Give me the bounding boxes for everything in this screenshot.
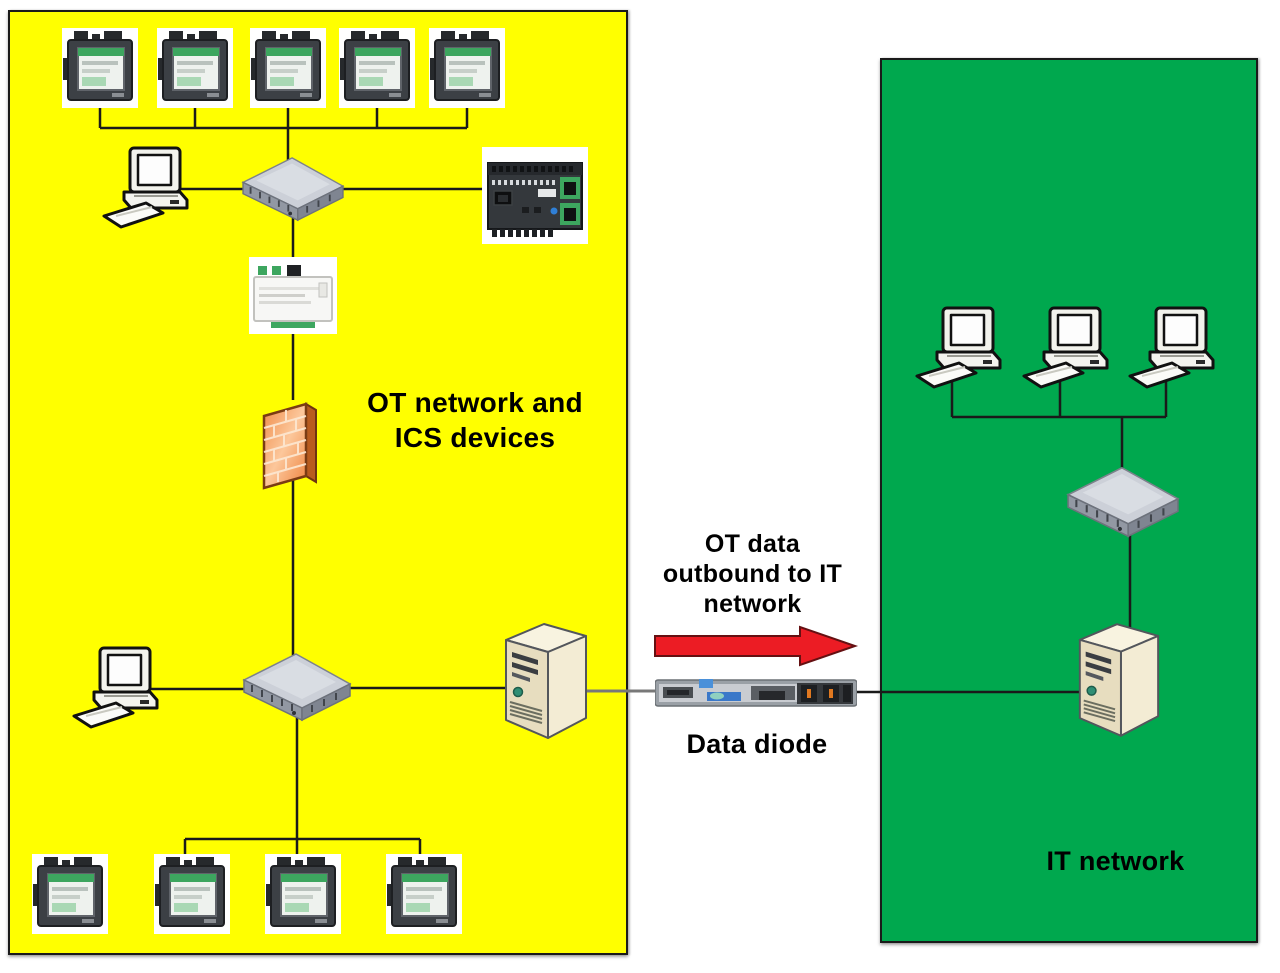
data-diode-rack-icon [655,678,857,708]
power-meter-icon [429,28,505,108]
workstation-icon [915,306,1015,394]
flow-label-line3: network [703,590,802,618]
workstation-icon [1022,306,1122,394]
workstation-icon [102,146,202,234]
workstation-icon [72,646,172,734]
power-meter-icon [62,28,138,108]
ot-zone-label-line2: ICS devices [394,422,556,453]
data-diode-label: Data diode [686,729,828,759]
flow-label-line2: outbound to IT [662,560,843,588]
plc-controller-icon [482,147,588,244]
power-meter-icon [32,854,108,934]
flow-arrow-icon [654,625,859,667]
power-meter-icon [250,28,326,108]
ot-zone-label-line1: OT network and [367,387,583,418]
power-meter-icon [265,854,341,934]
it-zone-label: IT network [1046,846,1185,876]
power-meter-icon [154,854,230,934]
network-switch-icon [1066,460,1180,544]
power-meter-icon [339,28,415,108]
ot-zone-label: OT network and ICS devices [347,385,603,455]
server-tower-icon [1072,618,1164,740]
flow-direction-label: OT data outbound to IT network [640,529,865,619]
flow-label-line1: OT data [704,530,801,558]
workstation-icon [1128,306,1228,394]
power-meter-icon [386,854,462,934]
network-switch-icon [242,652,352,722]
firewall-icon [258,396,328,490]
din-gateway-icon [249,257,337,334]
network-switch-icon [240,156,346,222]
power-meter-icon [157,28,233,108]
server-tower-icon [498,618,592,742]
